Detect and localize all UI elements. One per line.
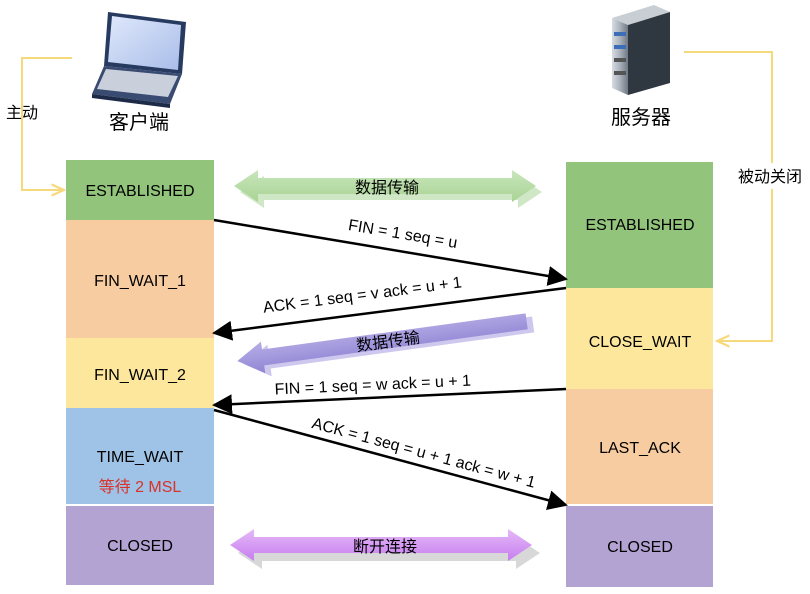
server-established-label: ESTABLISHED <box>585 217 694 234</box>
ack1-label: ACK = 1 seq = v ack = u + 1 <box>262 274 463 316</box>
client-state-closed <box>66 505 214 585</box>
passive-connector <box>684 51 773 341</box>
client-time-wait-label: TIME_WAIT <box>97 449 184 466</box>
server-closed-label: CLOSED <box>607 539 673 556</box>
client-state-fin-wait-2 <box>66 338 214 408</box>
ack2-arrow <box>213 408 568 510</box>
server-close-wait-label: CLOSE_WAIT <box>589 334 692 351</box>
client-fin-wait-2-label: FIN_WAIT_2 <box>94 367 186 384</box>
client-state-fin-wait-1 <box>66 220 214 338</box>
client-state-column <box>66 160 214 585</box>
client-label: 客户端 <box>109 111 169 134</box>
server-label: 服务器 <box>611 106 671 129</box>
time-wait-note: 等待 2 MSL <box>99 478 182 496</box>
fin1-label: FIN = 1 seq = u <box>347 217 459 252</box>
client-fin-wait-1-label: FIN_WAIT_1 <box>94 273 186 290</box>
ack2-label: ACK = 1 seq = u + 1 ack = w + 1 <box>310 415 537 492</box>
client-state-established <box>66 160 214 220</box>
active-connector <box>21 57 72 190</box>
laptop-icon <box>92 12 186 108</box>
closed-arrow <box>230 529 532 561</box>
bidirectional-data-arrow <box>234 170 536 202</box>
server-state-last-ack <box>566 389 713 505</box>
server-state-closed <box>566 505 713 587</box>
server-data-arrow <box>237 313 528 374</box>
server-state-established <box>566 162 713 288</box>
server-state-column <box>566 162 713 587</box>
fin1-arrow <box>213 218 568 286</box>
server-last-ack-label: LAST_ACK <box>599 440 681 457</box>
passive-role-label: 被动关闭 <box>738 168 802 186</box>
ack1-arrow <box>212 286 567 341</box>
server-icon <box>612 5 670 95</box>
bidirectional-data-label: 数据传输 <box>355 179 419 197</box>
fin2-arrow <box>212 387 567 415</box>
client-state-time-wait <box>66 408 214 505</box>
active-role-label: 主动 <box>6 104 38 122</box>
client-closed-label: CLOSED <box>107 538 173 555</box>
server-state-close-wait <box>566 288 713 389</box>
passive-label-bg <box>734 163 810 189</box>
closed-arrow-label: 断开连接 <box>353 538 417 556</box>
client-established-label: ESTABLISHED <box>85 183 194 200</box>
